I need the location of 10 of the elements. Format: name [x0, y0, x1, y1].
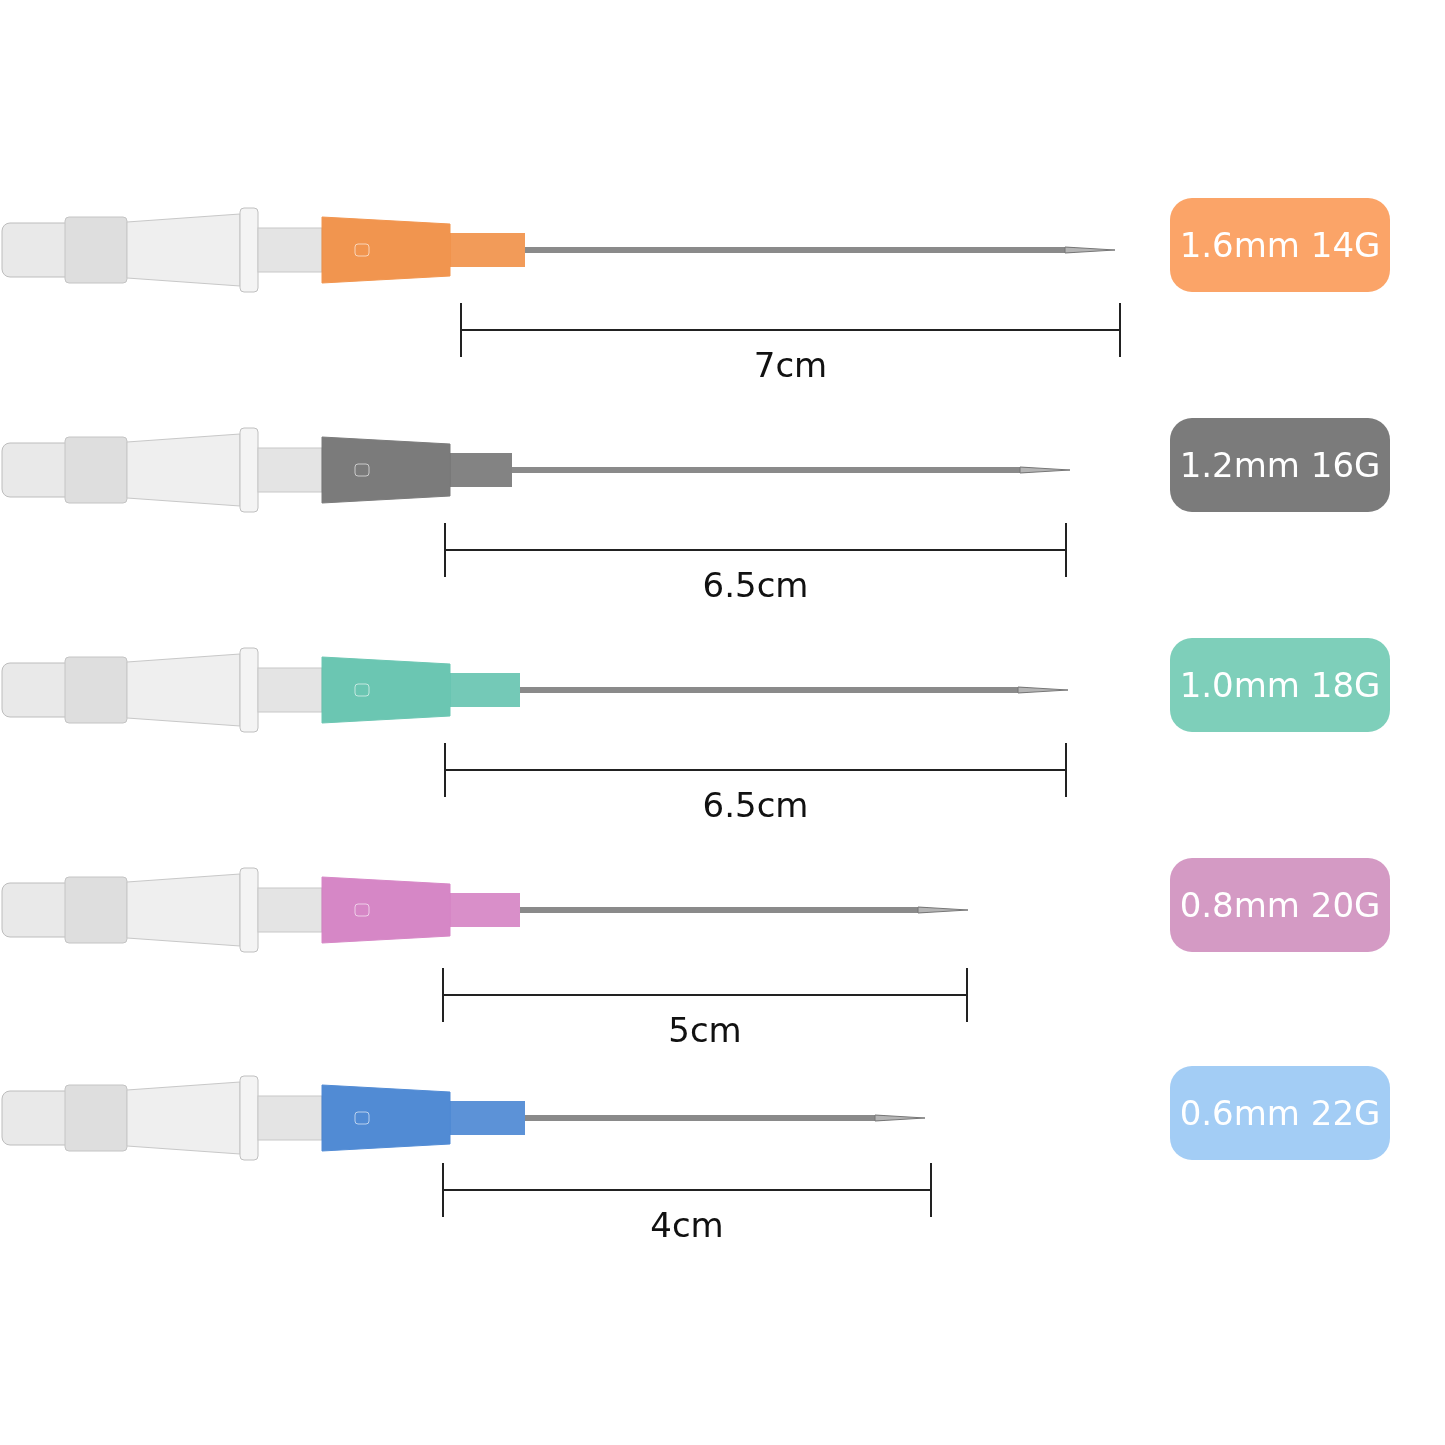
dimension-label: 4cm	[650, 1204, 724, 1247]
size-badge: 1.6mm 14G	[1170, 198, 1390, 292]
dimension-label: 6.5cm	[702, 564, 809, 607]
dimension-label: 5cm	[668, 1009, 742, 1052]
size-badge: 1.2mm 16G	[1170, 418, 1390, 512]
size-badge: 0.6mm 22G	[1170, 1066, 1390, 1160]
size-badge: 0.8mm 20G	[1170, 858, 1390, 952]
dimension-label: 6.5cm	[702, 784, 809, 827]
dimension-label: 7cm	[753, 344, 828, 387]
size-badge: 1.0mm 18G	[1170, 638, 1390, 732]
